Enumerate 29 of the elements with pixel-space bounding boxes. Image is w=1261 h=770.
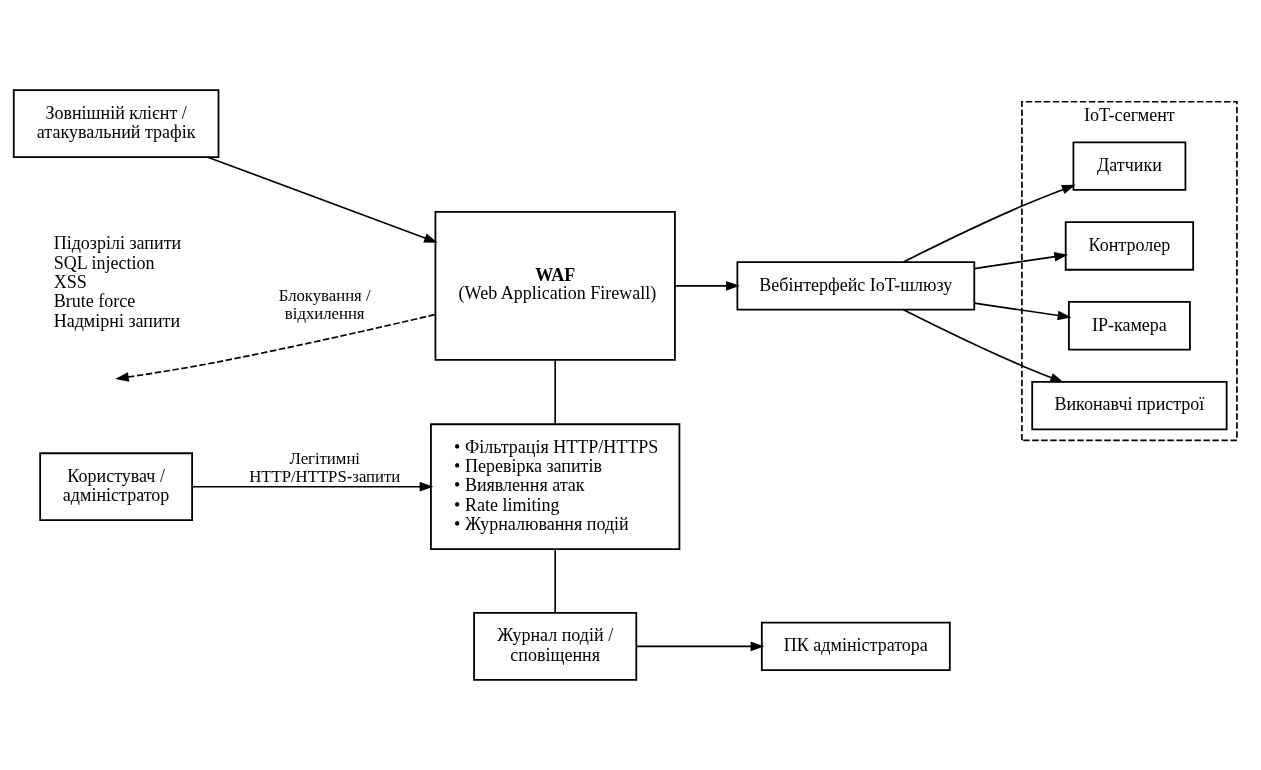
edge-label: Блокування / відхилення	[278, 285, 371, 323]
arrow	[973, 302, 1072, 321]
label: SQL injection	[53, 252, 155, 273]
arrow	[635, 641, 765, 652]
arrow	[674, 281, 740, 291]
connector	[554, 548, 556, 614]
label: XSS	[53, 272, 87, 293]
label: Підозрілі запити	[53, 233, 182, 254]
connector	[554, 359, 556, 425]
node-box: Зовнішній клієнт / атакувальний трафік	[12, 89, 220, 158]
arrow	[902, 184, 1076, 263]
node-box: Вебінтерфейс IoT-шлюзу	[736, 261, 976, 311]
arrow	[191, 481, 434, 492]
node-box: Виконавчі пристрої	[1031, 380, 1228, 431]
label: Brute force	[53, 291, 136, 312]
node-box: • Фільтрація HTTP/HTTPS • Перевірка запитів • Виявлення атак • Rate limiting • Журналювання подій	[430, 423, 681, 551]
node-box: Контролер	[1064, 221, 1195, 271]
arrow	[115, 313, 436, 382]
edge-label: Легітимні HTTP/HTTPS-запити	[249, 449, 401, 487]
arrow	[973, 252, 1068, 270]
node-box: Датчики	[1072, 141, 1187, 191]
node-box: ПК адміністратора	[760, 621, 951, 672]
arrow	[902, 308, 1064, 383]
label: Надмірні запити	[53, 310, 181, 331]
node-box: Користувач / адміністратор	[39, 452, 193, 522]
node-box: Журнал подій / сповіщення	[473, 612, 638, 681]
node-box: IP-камера	[1068, 301, 1191, 351]
node-box: WAF (Web Application Firewall)	[434, 210, 676, 361]
arrow	[207, 156, 438, 243]
